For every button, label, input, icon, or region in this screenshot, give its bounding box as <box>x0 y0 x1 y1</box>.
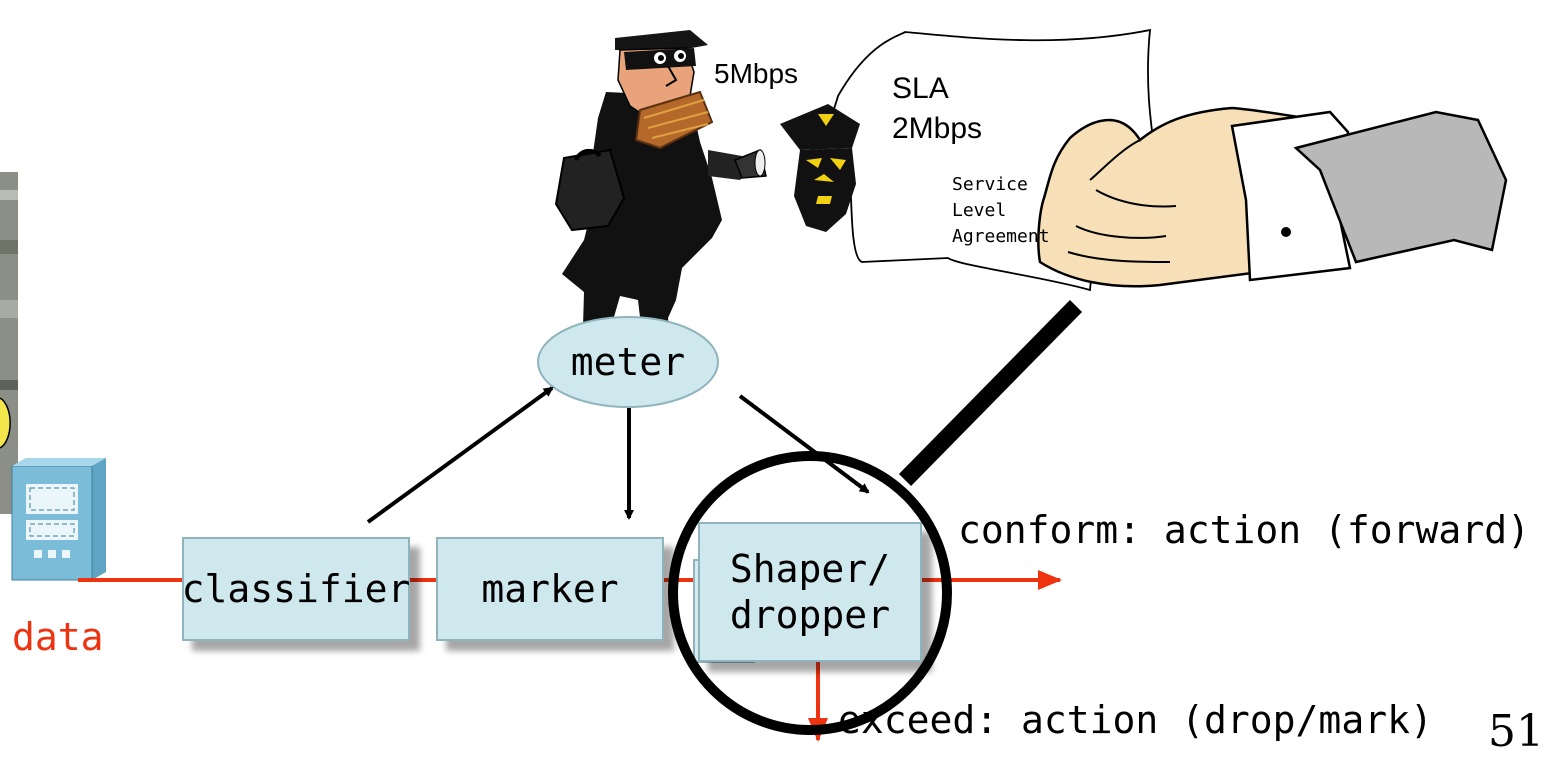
city-photo-fragment <box>0 172 18 514</box>
shaper-label-line1: Shaper/ <box>729 547 891 591</box>
sla-note-line2: Level <box>952 200 1007 221</box>
conform-label: conform: action (forward) <box>958 508 1530 552</box>
meter-label: meter <box>570 340 686 384</box>
classifier-box: classifier <box>182 537 410 641</box>
magnifier-handle <box>898 300 1083 486</box>
sla-rate: 2Mbps <box>892 112 983 145</box>
hand-illustration <box>1037 106 1508 288</box>
server-icon <box>11 458 106 581</box>
police-face-icon <box>780 104 860 232</box>
shaper-label-line2: dropper <box>729 593 891 637</box>
marker-label: marker <box>481 567 619 611</box>
meter-node <box>537 316 719 408</box>
exceed-label: exceed: action (drop/mark) <box>838 698 1433 742</box>
thief-illustration <box>554 30 767 385</box>
sla-note-line1: Service <box>952 174 1028 195</box>
shaper-dropper-box: Shaper/ dropper <box>698 522 922 662</box>
meter-to-shaper-arrow <box>738 394 870 494</box>
sla-title: SLA <box>892 72 949 105</box>
classifier-to-meter-arrow <box>366 386 554 524</box>
slide-number: 51 <box>1488 706 1544 757</box>
sla-note-line3: Agreement <box>952 226 1050 247</box>
marker-box: marker <box>436 537 664 641</box>
thief-rate-label: 5Mbps <box>714 58 799 89</box>
data-label: data <box>12 615 104 659</box>
classifier-label: classifier <box>181 567 411 611</box>
